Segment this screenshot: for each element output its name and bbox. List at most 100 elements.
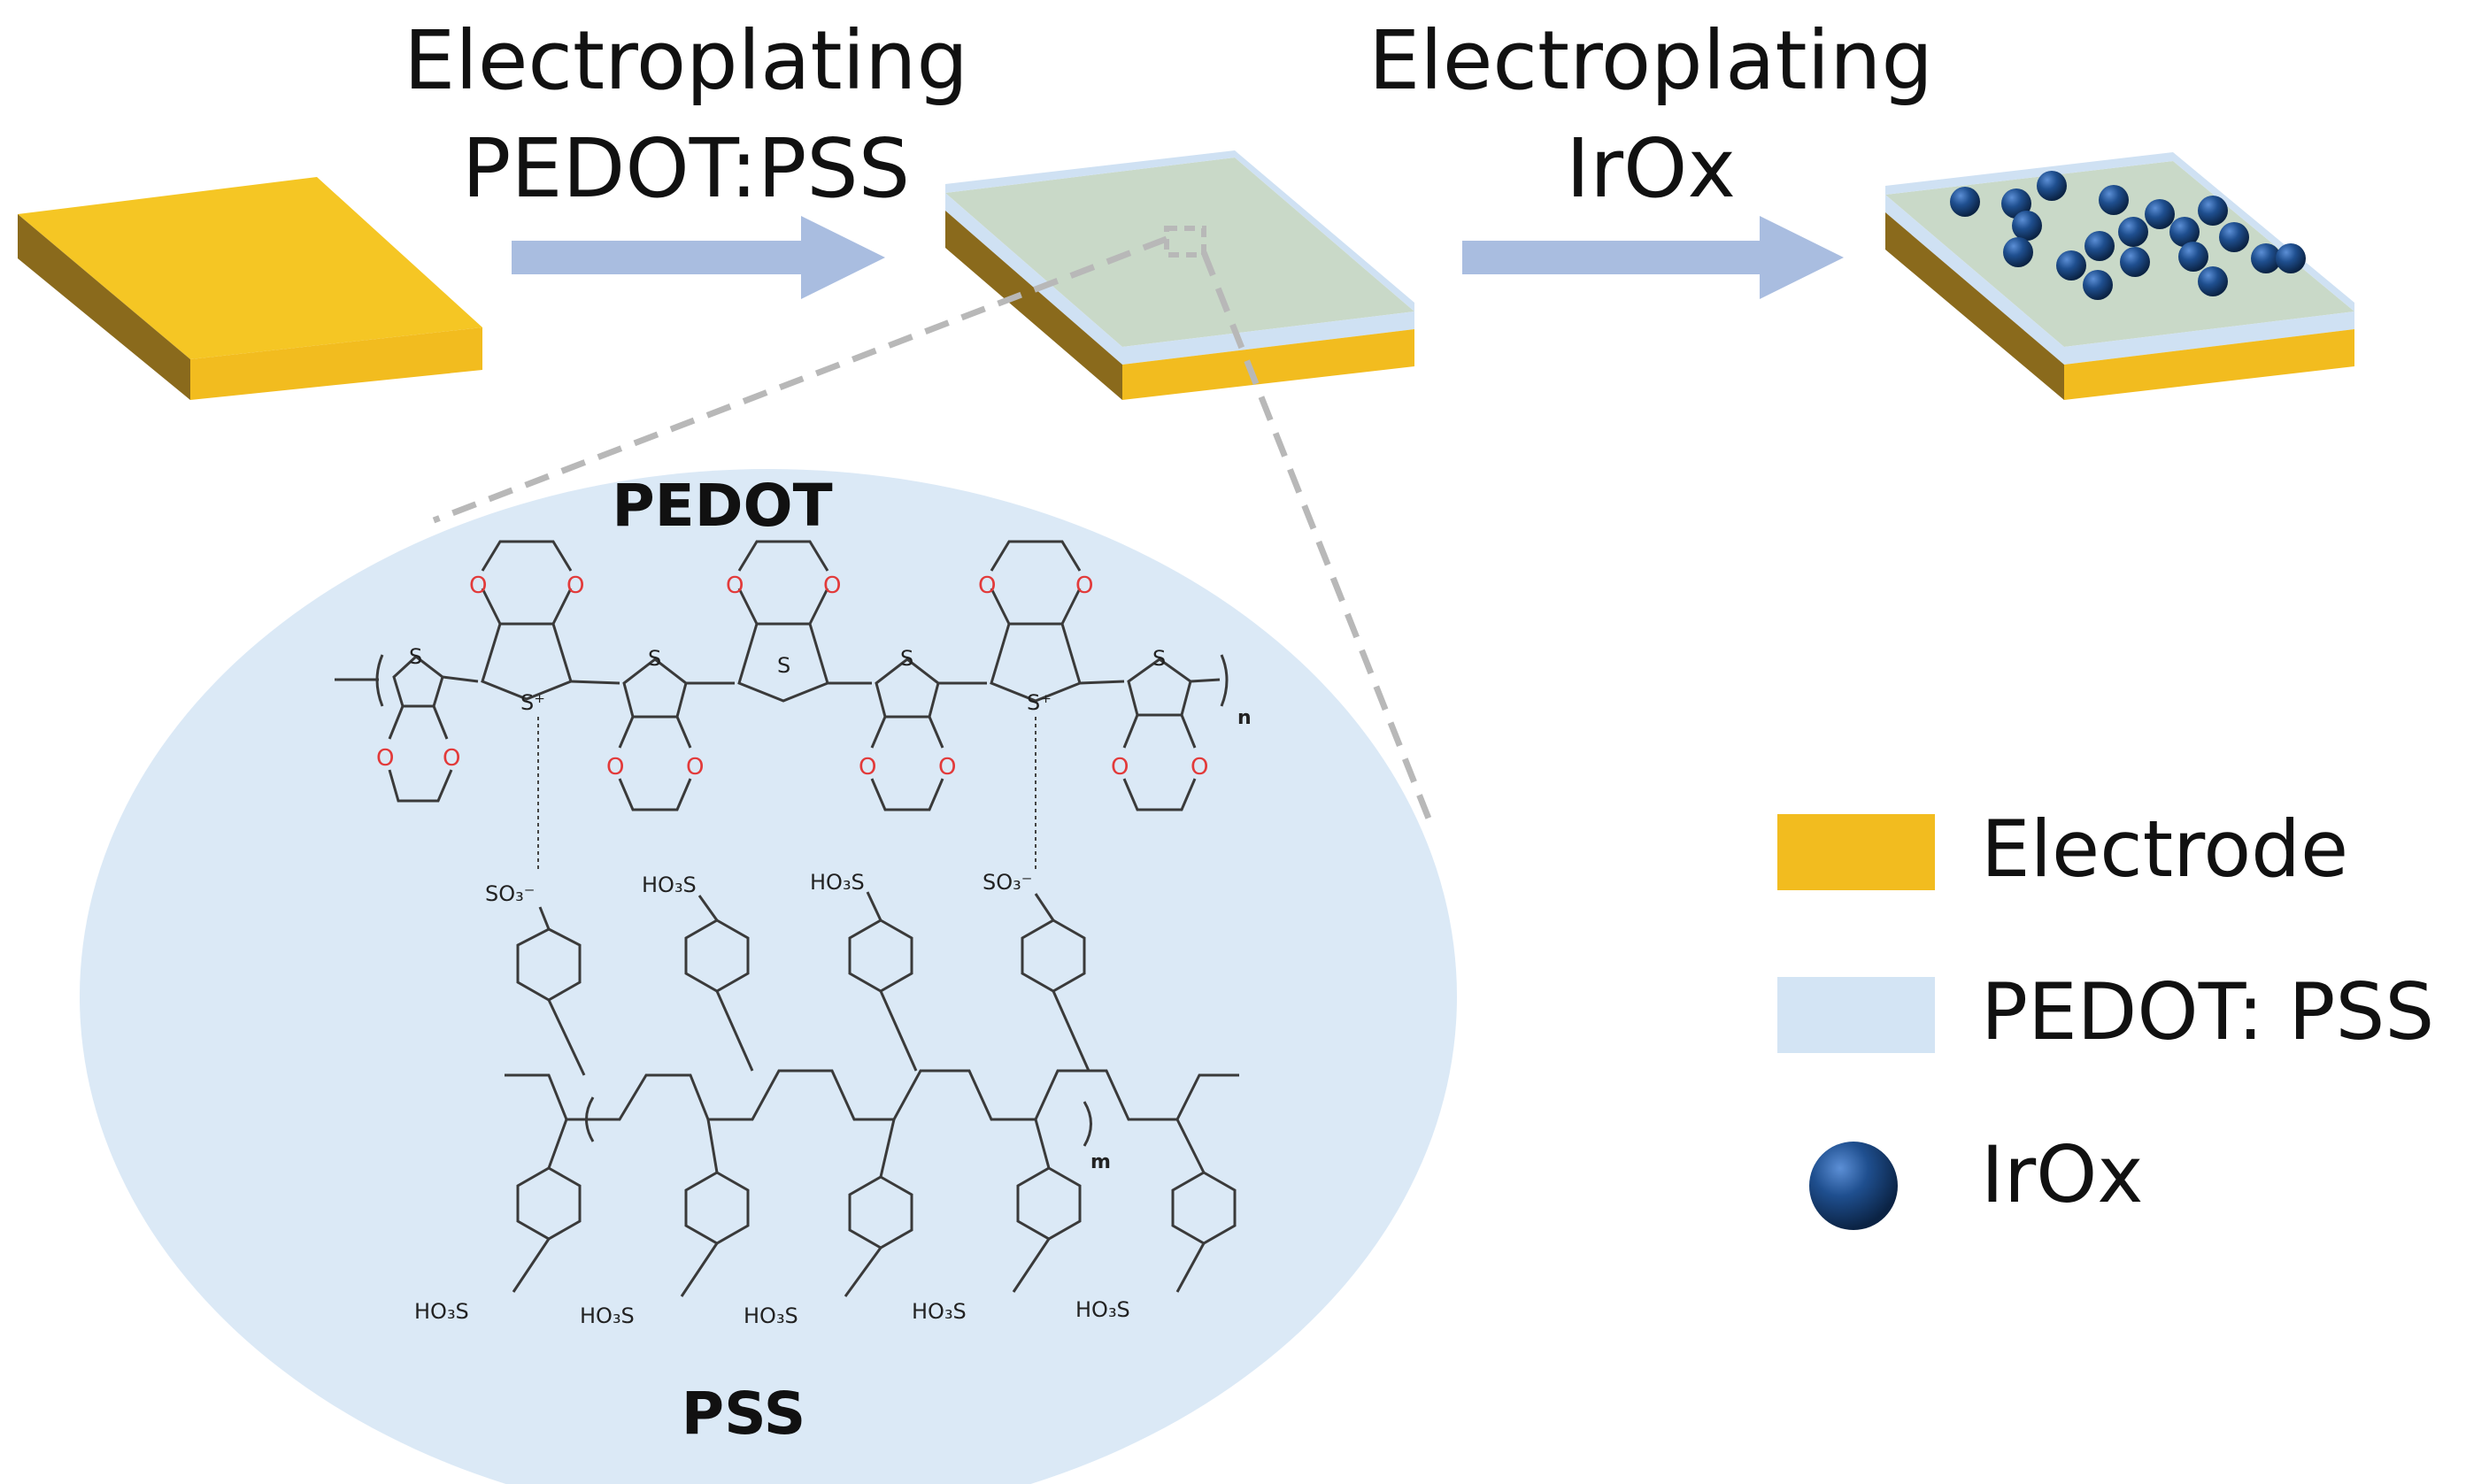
irox-particle	[2145, 199, 2175, 229]
arrow-step1	[512, 216, 885, 299]
sulfur-cation: S⁺	[520, 690, 545, 715]
irox-particle	[2083, 270, 2113, 300]
benzene-ring	[1021, 893, 1090, 1072]
oxygen-atom: O	[686, 754, 704, 780]
bracket-right	[1220, 654, 1229, 707]
oxygen-atom: O	[376, 745, 394, 772]
pedot-coated-electrode	[945, 150, 1414, 400]
bracket-m-left	[585, 1096, 595, 1142]
irox-particle	[2219, 222, 2249, 252]
oxygen-atom: O	[566, 573, 584, 599]
irox-particles	[1950, 171, 2306, 300]
oxygen-atom: O	[978, 573, 996, 599]
so3h-label: HO₃S	[912, 1299, 967, 1324]
irox-particle	[2120, 247, 2150, 277]
oxygen-atom: O	[938, 754, 956, 780]
step2-line2: IrOx	[1566, 121, 1736, 216]
bare-electrode	[18, 177, 482, 400]
molecular-inset: PEDOT PSS n S O O S⁺	[80, 469, 1457, 1484]
oxygen-atom: O	[726, 573, 744, 599]
sulfur-cation: S⁺	[1027, 690, 1052, 715]
irox-coated-electrode	[1885, 152, 2354, 400]
bracket-m-right	[1083, 1101, 1092, 1147]
step1-line1: Electroplating	[404, 13, 968, 108]
zoom-indicator	[432, 226, 1436, 829]
legend-swatch-irox	[1809, 1142, 1898, 1230]
step2-label: Electroplating IrOx	[1368, 13, 1933, 216]
irox-particle	[2003, 237, 2033, 267]
benzene-ring	[844, 1119, 913, 1297]
irox-particle	[2118, 217, 2148, 247]
edot-unit-5: S O O	[859, 646, 987, 811]
edot-unit-6: S⁺ O O	[978, 540, 1125, 715]
legend: Electrode PEDOT: PSS IrOx	[1777, 804, 2434, 1230]
irox-particle	[2099, 185, 2129, 215]
irox-particle	[2178, 242, 2208, 272]
benzene-ring	[684, 895, 754, 1072]
benzene-ring	[512, 1119, 582, 1293]
so3-anion-label: SO₃⁻	[982, 870, 1032, 895]
irox-particle	[1950, 187, 1980, 217]
benzene-ring	[848, 891, 918, 1072]
irox-particle	[2251, 243, 2281, 273]
oxygen-atom: O	[1111, 754, 1129, 780]
m-subscript: m	[1090, 1151, 1111, 1173]
so3h-label: HO₃S	[744, 1303, 798, 1328]
step1-label: Electroplating PEDOT:PSS	[404, 13, 968, 216]
irox-particle	[2169, 217, 2200, 247]
legend-label-irox: IrOx	[1981, 1129, 2143, 1220]
irox-particle	[2084, 231, 2115, 261]
oxygen-atom: O	[1191, 754, 1208, 780]
step1-line2: PEDOT:PSS	[462, 121, 910, 216]
irox-particle	[2198, 196, 2228, 226]
irox-particle	[2012, 211, 2042, 241]
so3h-label: HO₃S	[414, 1299, 469, 1324]
so3h-label: HO₃S	[810, 870, 865, 895]
legend-item-irox: IrOx	[1809, 1129, 2143, 1230]
benzene-ring	[1012, 1119, 1082, 1293]
so3h-label: HO₃S	[580, 1303, 635, 1328]
benzene-ring	[516, 906, 586, 1076]
sulfur-atom: S	[1152, 646, 1166, 671]
so3h-label: HO₃S	[642, 873, 697, 897]
oxygen-atom: O	[443, 745, 460, 772]
benzene-ring	[680, 1119, 750, 1297]
sulfur-atom: S	[900, 646, 913, 671]
pedot-chain: n S O O S⁺ O O	[335, 540, 1252, 872]
pss-chain: SO₃⁻ HO₃S HO₃S SO₃⁻	[414, 870, 1239, 1328]
sulfur-atom: S	[409, 644, 422, 669]
edot-unit-7: S O O	[1111, 646, 1221, 811]
edot-unit-2: S⁺ O O	[469, 540, 620, 715]
legend-swatch-pedot	[1777, 977, 1935, 1053]
edot-unit-1: S O O	[376, 644, 479, 803]
arrow-step2	[1462, 216, 1844, 299]
irox-particle	[2037, 171, 2067, 201]
legend-label-pedot: PEDOT: PSS	[1981, 966, 2434, 1057]
legend-item-pedot: PEDOT: PSS	[1777, 966, 2434, 1057]
legend-item-electrode: Electrode	[1777, 804, 2348, 895]
legend-swatch-electrode	[1777, 814, 1935, 890]
irox-particle	[2056, 250, 2086, 281]
edot-unit-3: S O O	[606, 646, 735, 811]
pss-backbone	[505, 1069, 1239, 1121]
legend-label-electrode: Electrode	[1981, 804, 2348, 895]
oxygen-atom: O	[469, 573, 487, 599]
n-subscript: n	[1237, 707, 1252, 729]
sulfur-atom: S	[648, 646, 661, 671]
edot-unit-4: S O O	[726, 540, 872, 703]
oxygen-atom: O	[606, 754, 624, 780]
oxygen-atom: O	[1075, 573, 1093, 599]
pedot-title: PEDOT	[612, 472, 832, 540]
oxygen-atom: O	[859, 754, 876, 780]
benzene-ring	[1171, 1119, 1237, 1293]
irox-particle	[2198, 266, 2228, 296]
oxygen-atom: O	[823, 573, 841, 599]
so3h-label: HO₃S	[1075, 1297, 1130, 1322]
pss-title: PSS	[682, 1380, 805, 1448]
sulfur-atom: S	[777, 653, 790, 678]
bracket-left	[375, 654, 384, 707]
so3-anion-label: SO₃⁻	[485, 881, 535, 906]
step2-line1: Electroplating	[1368, 13, 1933, 108]
irox-particle	[2276, 243, 2306, 273]
